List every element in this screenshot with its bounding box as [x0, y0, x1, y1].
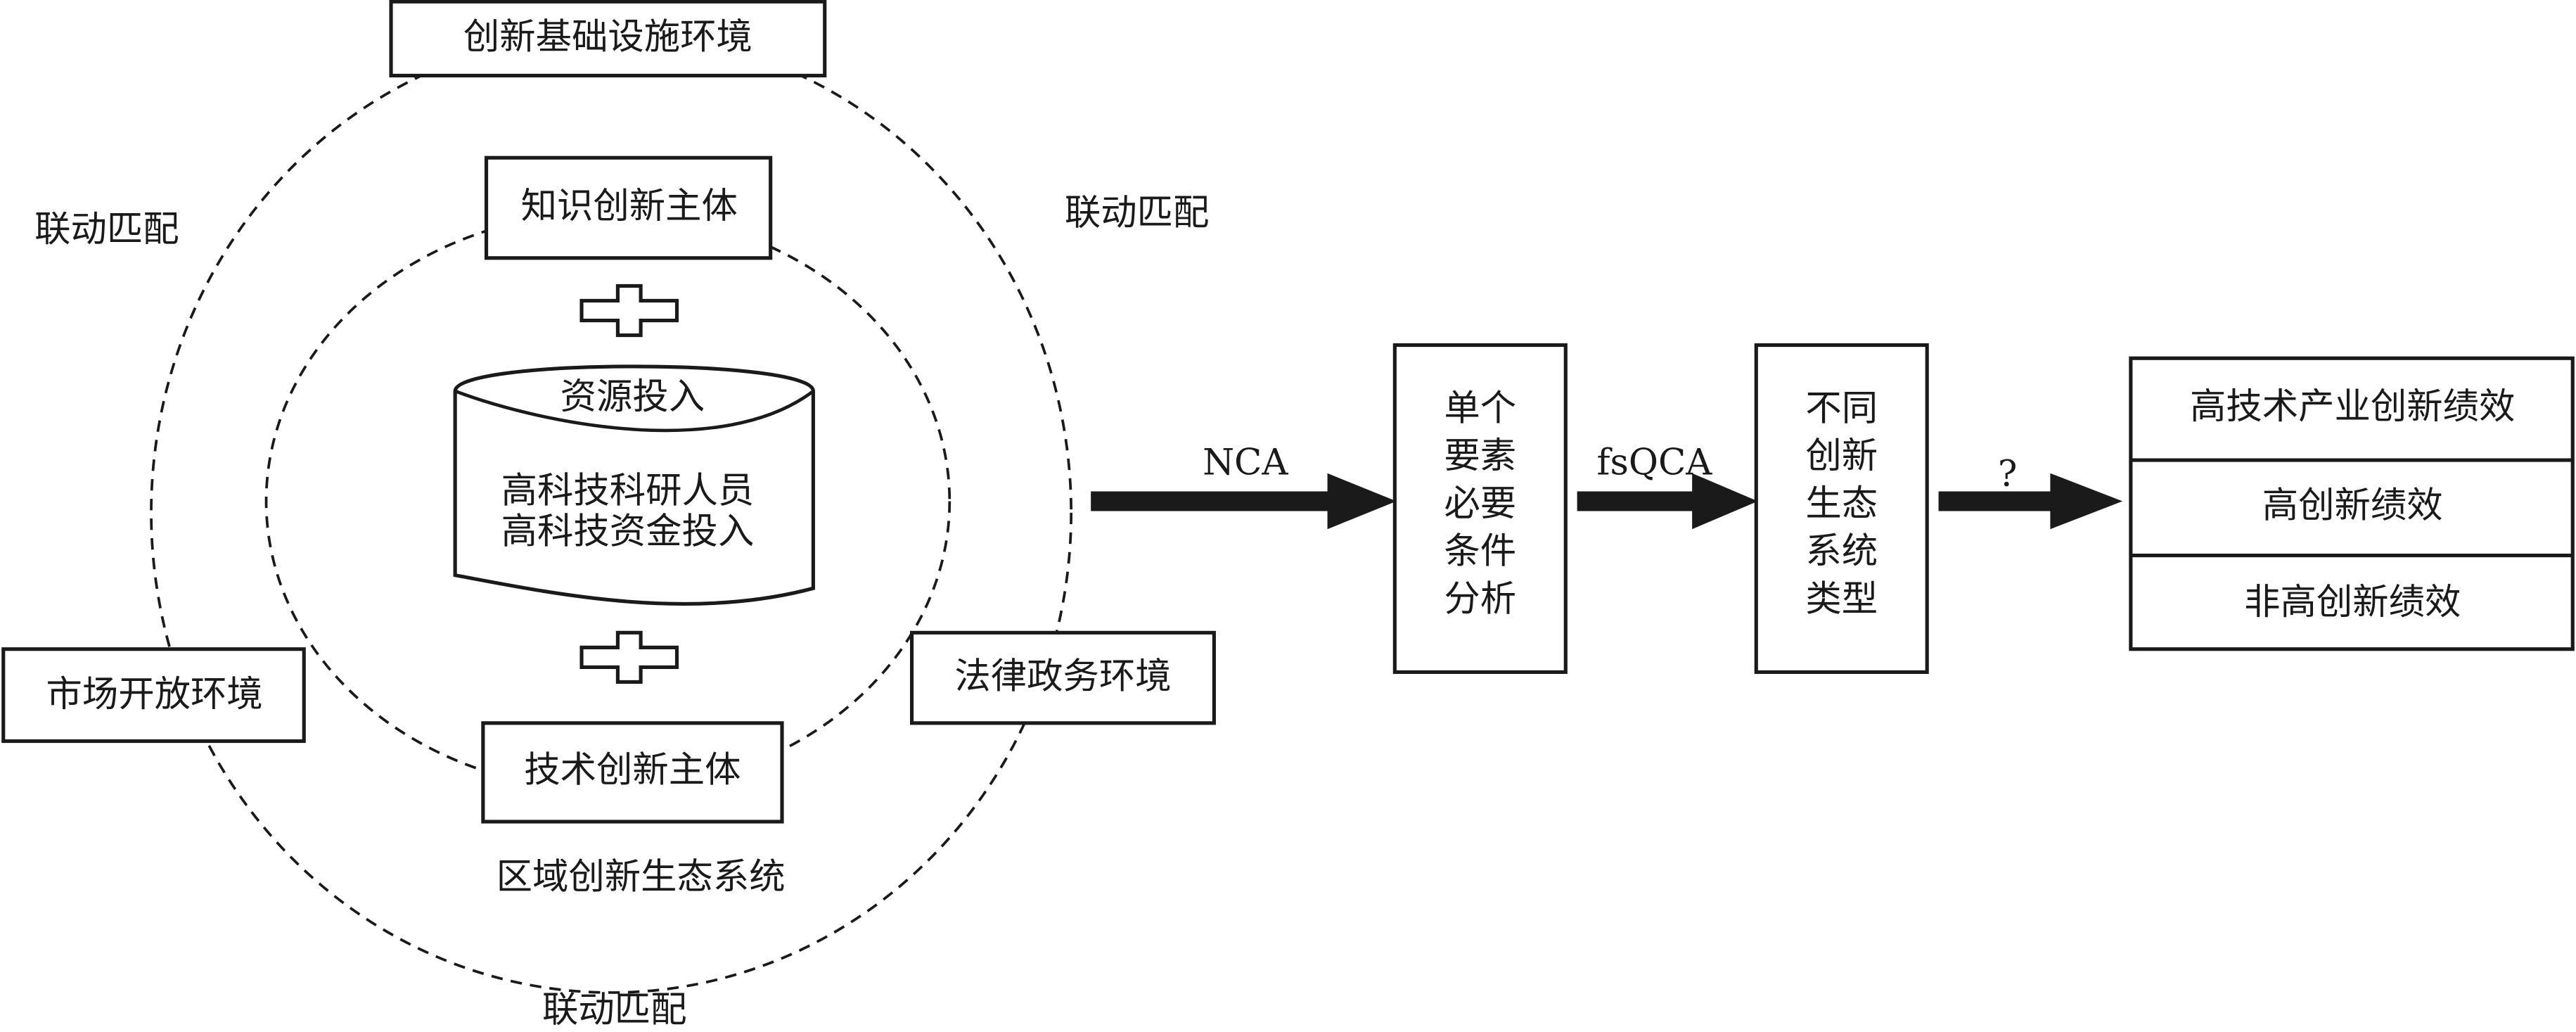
tech-subject-box: 技术创新主体: [481, 721, 784, 824]
resource-cylinder: 资源投入 高科技科研人员 高科技资金投入: [453, 364, 815, 606]
analysis_box-row: 必要: [1444, 483, 1516, 525]
fsqca-label: fsQCA: [1596, 442, 1712, 484]
outcomes-stack: 高技术产业创新绩效 高创新绩效 非高创新绩效: [2129, 356, 2575, 651]
types_box-row: 创新: [1805, 435, 1878, 477]
analysis_box-row: 条件: [1444, 530, 1516, 573]
outcome-high-tech-industry: 高技术产业创新绩效: [2190, 386, 2515, 428]
plus-icon: [579, 284, 679, 338]
question-label: ?: [1998, 453, 2018, 495]
analysis_box-row: 要素: [1444, 435, 1516, 477]
linkage-label-right: 联动匹配: [1065, 192, 1210, 234]
types_box-row: 生态: [1805, 483, 1878, 525]
nca-arrow: NCA: [1091, 442, 1397, 530]
outcome-non-high: 非高创新绩效: [2244, 581, 2461, 623]
types_box-row: 系统: [1805, 530, 1878, 573]
fsqca-arrow: fsQCA: [1577, 442, 1758, 530]
types_box-row: 不同: [1805, 387, 1878, 429]
nca-label: NCA: [1203, 442, 1288, 484]
resource-line-1: 高科技科研人员: [501, 469, 755, 511]
market-env-label: 市场开放环境: [46, 673, 263, 715]
knowledge-subject-box: 知识创新主体: [484, 155, 773, 260]
resource-title: 资源投入: [560, 376, 705, 418]
tech-subject-label: 技术创新主体: [524, 748, 741, 791]
market-env-box: 市场开放环境: [1, 647, 306, 744]
system-label: 区域创新生态系统: [496, 855, 786, 898]
types_box-row: 类型: [1805, 578, 1878, 620]
knowledge-subject-label: 知识创新主体: [521, 185, 738, 227]
resource-line-2: 高科技资金投入: [501, 511, 755, 553]
linkage-label-left: 联动匹配: [34, 208, 179, 250]
legal-env-label: 法律政务环境: [954, 655, 1171, 697]
legal-env-box: 法律政务环境: [909, 630, 1216, 725]
analysis_box-row: 单个: [1444, 387, 1516, 429]
linkage-label-bottom: 联动匹配: [542, 988, 687, 1031]
outcome-high: 高创新绩效: [2262, 484, 2443, 526]
analysis_box-row: 分析: [1444, 578, 1516, 620]
infrastructure-env-label: 创新基础设施环境: [463, 16, 752, 58]
infrastructure-env-box: 创新基础设施环境: [389, 0, 827, 78]
question-arrow: ?: [1938, 453, 2123, 530]
plus-icon: [579, 630, 679, 684]
